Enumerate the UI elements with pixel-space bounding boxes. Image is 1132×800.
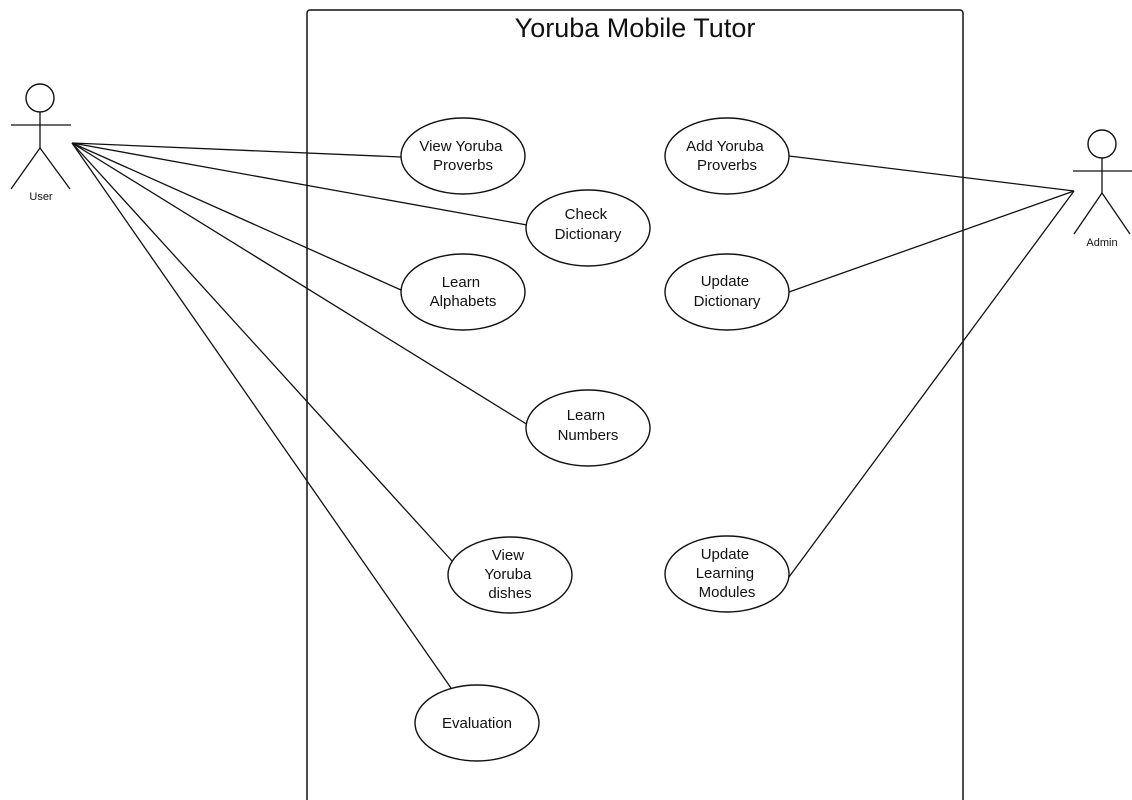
svg-text:Check Dictionary: Check Dictionary [555, 206, 622, 243]
actor-user[interactable]: User [10, 83, 71, 203]
use-case-ellipse [400, 117, 526, 195]
use-case-label-line: View Yoruba [419, 138, 503, 155]
use-case-label-line: Dictionary [694, 293, 761, 310]
use-case-ellipse [525, 389, 651, 467]
use-case-ellipse [664, 117, 790, 195]
use-case-label-line: Update [701, 546, 749, 563]
actor-admin-right-leg [1101, 192, 1131, 235]
use-case-ellipse [525, 189, 651, 267]
use-case-ellipse [664, 535, 790, 613]
svg-text:Evaluation: Evaluation [442, 715, 512, 732]
actor-user-head [25, 83, 55, 113]
actor-admin-left-leg [1073, 192, 1103, 235]
use-case-add-yoruba-proverbs[interactable]: Add Yoruba Proverbs [664, 117, 790, 195]
assoc-user-view-proverbs [71, 142, 402, 158]
use-case-label-line: Proverbs [697, 157, 757, 174]
assoc-user-evaluation [71, 142, 452, 689]
svg-text:View Yoruba Proverbs: View Yoruba Proverbs [419, 138, 506, 174]
use-case-label-line: Yoruba [484, 566, 532, 583]
assoc-user-learn-alphabets [71, 142, 402, 291]
assoc-admin-add-proverbs [788, 155, 1075, 192]
svg-text:Learn Alphabets: Learn Alphabets [430, 274, 497, 310]
actor-admin-head [1087, 129, 1117, 159]
use-case-view-yoruba-proverbs[interactable]: View Yoruba Proverbs [400, 117, 526, 195]
actor-admin-label: Admin [1086, 237, 1117, 249]
svg-text:View Yoruba dishes: View Yoruba dishes [484, 547, 535, 602]
actor-user-label: User [29, 191, 53, 203]
use-case-label-line: Learning [696, 565, 754, 582]
use-case-label-line: Dictionary [555, 226, 622, 243]
system-title: Yoruba Mobile Tutor [515, 13, 756, 43]
use-case-ellipse [664, 253, 790, 331]
use-case-evaluation[interactable]: Evaluation [414, 684, 540, 762]
svg-text:Update Learning Mo: Update Learning Modules [696, 546, 759, 601]
svg-text:Learn Numbers: Learn Numbers [558, 407, 619, 444]
actor-user-left-leg [10, 147, 41, 190]
use-case-ellipse [414, 684, 540, 762]
use-case-label-line: Learn [442, 274, 480, 291]
use-case-ellipse [400, 253, 526, 331]
user-associations [71, 142, 529, 689]
use-case-update-learning-modules[interactable]: Update Learning Modules [664, 535, 790, 613]
assoc-user-check-dictionary [71, 142, 528, 226]
use-case-learn-alphabets[interactable]: Learn Alphabets [400, 253, 526, 331]
use-case-label-line: Proverbs [433, 157, 493, 174]
use-case-label-line: Modules [699, 584, 756, 601]
use-case-label-line: Numbers [558, 427, 619, 444]
use-case-label-line: Alphabets [430, 293, 497, 310]
actor-user-right-leg [39, 147, 71, 190]
actor-admin[interactable]: Admin [1073, 129, 1132, 249]
use-case-label-line: dishes [488, 585, 531, 602]
use-case-check-dictionary[interactable]: Check Dictionary [525, 189, 651, 267]
assoc-user-view-dishes [71, 142, 453, 562]
admin-associations [788, 155, 1075, 578]
use-case-view-yoruba-dishes[interactable]: View Yoruba dishes [447, 536, 573, 614]
use-case-learn-numbers[interactable]: Learn Numbers [525, 389, 651, 467]
use-case-label-line: Learn [567, 407, 605, 424]
assoc-user-learn-numbers [71, 142, 529, 426]
use-case-label-line: Evaluation [442, 715, 512, 732]
svg-text:Add Yoruba Proverbs: Add Yoruba Proverbs [686, 138, 768, 174]
svg-text:Update Dictionary: Update Dictionary [694, 273, 761, 310]
use-case-label-line: View [492, 547, 524, 564]
use-case-update-dictionary[interactable]: Update Dictionary [664, 253, 790, 331]
use-case-label-line: Update [701, 273, 749, 290]
assoc-admin-update-dictionary [788, 190, 1075, 293]
use-case-ellipse [447, 536, 573, 614]
use-case-label-line: Check [565, 206, 608, 223]
system-boundary [306, 9, 964, 800]
assoc-admin-update-modules [788, 190, 1075, 578]
use-case-label-line: Add Yoruba [686, 138, 764, 155]
